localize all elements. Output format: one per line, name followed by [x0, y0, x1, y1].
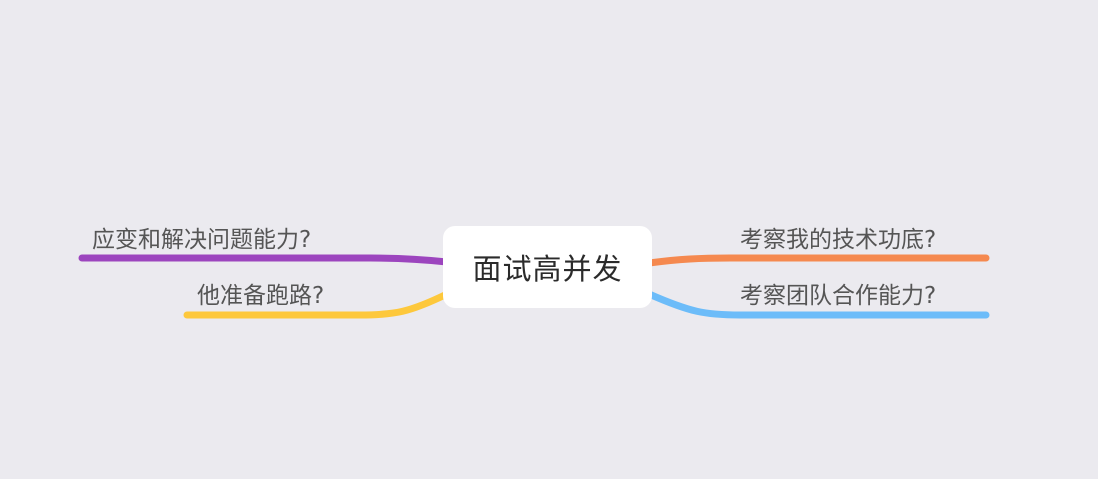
- branch-connector-left-2: [183, 290, 451, 319]
- branch-connector-right-1: [645, 254, 990, 267]
- branch-label-left-2[interactable]: 他准备跑路?: [197, 283, 325, 309]
- branch-label-right-2[interactable]: 考察团队合作能力?: [740, 283, 937, 309]
- root-topic-label: 面试高并发: [472, 252, 623, 286]
- branch-label-left-1[interactable]: 应变和解决问题能力?: [92, 227, 312, 253]
- branch-connector-right-2: [645, 290, 990, 319]
- root-topic-node[interactable]: 面试高并发: [443, 226, 652, 308]
- branch-label-right-1[interactable]: 考察我的技术功底?: [740, 227, 937, 253]
- branch-connector-left-1: [78, 254, 451, 266]
